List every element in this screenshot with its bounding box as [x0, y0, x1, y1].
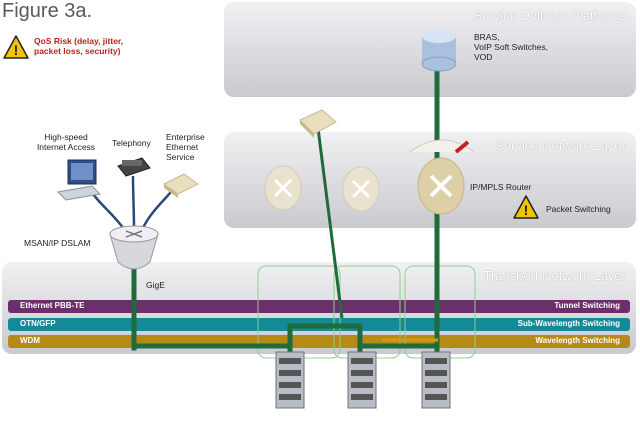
ip-mpls-router-icon	[409, 139, 475, 215]
platform-database-icon	[421, 29, 457, 72]
enterprise-ethernet-icon	[163, 173, 199, 198]
computer-icon	[56, 159, 102, 201]
router-icon-2	[342, 166, 380, 212]
figure-title: Figure 3a.	[2, 0, 93, 22]
ip-mpls-router-label: IP/MPLS Router	[470, 182, 532, 192]
enterprise-link	[316, 127, 344, 319]
service-delivery-layer-title: Service Delivery Platforms	[473, 8, 626, 23]
internet-access-label: High-speed Internet Access	[30, 132, 102, 152]
access-cables	[88, 175, 177, 233]
telephony-label: Telephony	[112, 138, 151, 148]
enterprise-switch-icon	[299, 109, 337, 138]
router-icon-1	[264, 165, 302, 211]
rack-server-icon-2	[347, 351, 377, 409]
wdm-label: WDM	[20, 336, 40, 345]
platform-label: BRAS, VoIP Soft Switches, VOD	[474, 32, 548, 62]
internet-access-line-1: High-speed	[44, 132, 88, 142]
ethernet-pbb-te-label: Ethernet PBB-TE	[20, 301, 85, 310]
internet-access-line-2: Internet Access	[36, 142, 96, 152]
gige-label: GigE	[146, 280, 165, 290]
qos-risk-line-2: packet loss, security)	[34, 46, 121, 56]
service-network-layer-title: Service Network Layer	[495, 138, 626, 153]
qos-risk-line-1: QoS Risk (delay, jitter,	[34, 36, 124, 46]
enterprise-line-2: Ethernet	[166, 142, 199, 152]
enterprise-line-3: Service	[166, 152, 195, 162]
svg-text:!: !	[14, 42, 19, 58]
svg-text:!: !	[524, 202, 529, 218]
transport-network-layer-title: Transport Network Layer	[483, 268, 626, 283]
telephone-icon	[117, 157, 151, 177]
msan-dslam-label: MSAN/IP DSLAM	[24, 238, 91, 248]
enterprise-line-1: Enterprise	[166, 132, 205, 142]
msan-dslam-icon	[109, 225, 159, 270]
wavelength-switching-label: Wavelength Switching	[535, 336, 620, 345]
enterprise-ethernet-label: Enterprise Ethernet Service	[166, 132, 205, 162]
packet-switching-warning-icon: !	[513, 195, 539, 219]
otn-gfp-label: OTN/GFP	[20, 319, 56, 328]
qos-risk-text: QoS Risk (delay, jitter, packet loss, se…	[34, 36, 123, 56]
qos-warning-icon: !	[3, 35, 29, 59]
platform-label-line-2: VoIP Soft Switches,	[474, 42, 549, 52]
platform-label-line-1: BRAS,	[474, 32, 500, 42]
packet-switching-label: Packet Switching	[546, 204, 611, 214]
rack-server-icon-1	[275, 351, 305, 409]
rack-server-icon-3	[421, 351, 451, 409]
platform-label-line-3: VOD	[474, 52, 493, 62]
tunnel-switching-label: Tunnel Switching	[554, 301, 620, 310]
sub-wavelength-switching-label: Sub-Wavelength Switching	[517, 319, 620, 328]
